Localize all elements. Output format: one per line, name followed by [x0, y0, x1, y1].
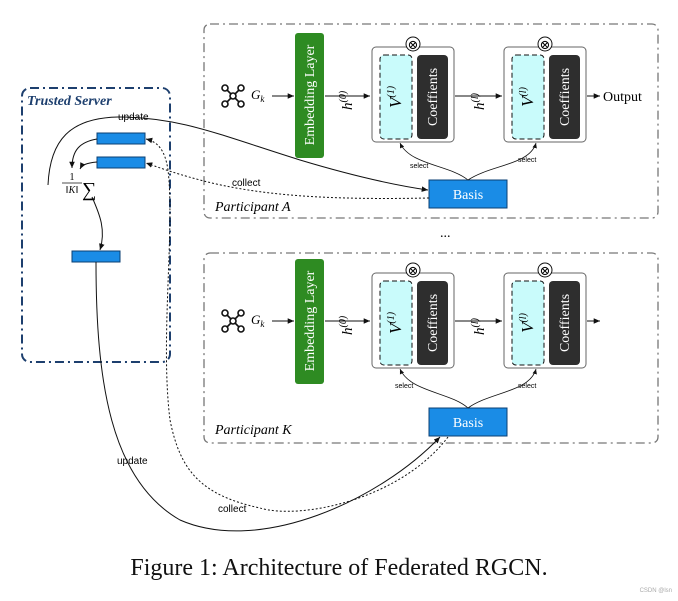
avg-numerator: 1 — [70, 172, 75, 183]
collect-label-bottom: collect — [218, 504, 247, 515]
select-label-2-k: select — [518, 383, 536, 390]
tensor-product-icon — [405, 262, 421, 278]
graph-label-k: Gk — [251, 312, 265, 329]
graph-icon — [221, 309, 245, 333]
federation-flows: update collect collect update — [47, 112, 449, 532]
coefficients-block-2-k — [549, 281, 580, 365]
coefficients-block-2-a — [549, 55, 580, 139]
embedding-label-a: Embedding Layer — [303, 44, 318, 145]
sum-operator: ∑ — [82, 179, 96, 201]
tensor-op-1-a: ⊗ — [408, 37, 419, 52]
avg-denominator: ‖K‖ — [66, 185, 78, 196]
embedding-label-k: Embedding Layer — [303, 270, 318, 371]
tensor-product-icon — [537, 262, 553, 278]
update-arrow-bottom — [95, 261, 441, 532]
select-label-1-a: select — [410, 163, 428, 170]
select-label-2-a: select — [518, 157, 536, 164]
trusted-server-title: Trusted Server — [27, 94, 112, 109]
graph-icon — [221, 84, 245, 108]
output-label: Output — [603, 90, 642, 105]
tensor-op-1-k: ⊗ — [408, 263, 419, 278]
update-label-top: update — [118, 112, 149, 123]
hl-label-k: h(l) — [470, 317, 488, 335]
trusted-server-border — [21, 87, 171, 363]
v1-label-k: V(1) — [386, 311, 405, 334]
h0-label-k: h(0) — [338, 315, 356, 335]
ellipsis: ... — [440, 226, 451, 241]
tensor-op-2-a: ⊗ — [540, 37, 551, 52]
select-arrow-2-a — [467, 142, 537, 181]
vl-block-a — [511, 54, 545, 140]
participant-a-label: Participant A — [214, 200, 291, 215]
participant-k: Gk Embedding Layer h(0) ⊗ V(1) Coeffient… — [203, 252, 659, 444]
select-arrow-1-a — [399, 142, 469, 181]
basis-label-a: Basis — [453, 188, 483, 203]
server-aggregated-block — [71, 250, 121, 263]
tensor-op-2-k: ⊗ — [540, 263, 551, 278]
vl-block-k — [511, 280, 545, 366]
embedding-layer-k — [295, 259, 324, 384]
agg-arrow-3 — [91, 196, 105, 251]
coef-label-1-a: Coeffients — [426, 68, 441, 126]
figure-caption: Figure 1: Architecture of Federated RGCN… — [130, 555, 548, 581]
select-arrow-2-k — [467, 368, 537, 409]
collect-label-top: collect — [232, 178, 261, 189]
select-arrow-1-k — [399, 368, 469, 409]
agg-arrow-2 — [79, 161, 98, 170]
watermark: CSDN @lsn — [639, 588, 672, 594]
coefficients-block-1-k — [417, 281, 448, 365]
basis-label-k: Basis — [453, 416, 483, 431]
participant-k-border — [203, 252, 659, 444]
vl-label-k: V(l) — [518, 312, 537, 332]
server-param-block-2 — [96, 156, 146, 169]
select-label-1-k: select — [395, 383, 413, 390]
vl-label-a: V(l) — [518, 86, 537, 106]
h0-label-a: h(0) — [338, 90, 356, 110]
coef-label-2-a: Coeffients — [558, 68, 573, 126]
server-param-block-1 — [96, 132, 146, 145]
update-label-bottom: update — [117, 456, 148, 467]
participant-k-label: Participant K — [214, 423, 292, 438]
basis-block-a — [428, 179, 508, 209]
coefficients-block-1-a — [417, 55, 448, 139]
agg-arrow-1 — [69, 138, 98, 169]
v1-block-a — [379, 54, 413, 140]
coef-label-1-k: Coeffients — [426, 294, 441, 352]
collect-arrow-bottom — [145, 137, 449, 512]
graph-label-a: Gk — [251, 87, 265, 104]
v1-block-k — [379, 280, 413, 366]
architecture-diagram: Trusted Server 1 ‖K‖ ∑ Gk Embedding Laye… — [21, 23, 659, 532]
trusted-server: Trusted Server 1 ‖K‖ ∑ — [21, 87, 171, 363]
v1-label-a: V(1) — [386, 85, 405, 108]
collect-arrow-top — [145, 162, 430, 199]
tensor-product-icon — [537, 36, 553, 52]
hl-label-a: h(l) — [470, 92, 488, 110]
embedding-layer-a — [295, 33, 324, 158]
coef-label-2-k: Coeffients — [558, 294, 573, 352]
participant-a: Gk Embedding Layer h(0) ⊗ V(1) Coeffient… — [203, 23, 659, 219]
tensor-product-icon — [405, 36, 421, 52]
update-arrow-top — [47, 116, 429, 192]
participant-a-border — [203, 23, 659, 219]
